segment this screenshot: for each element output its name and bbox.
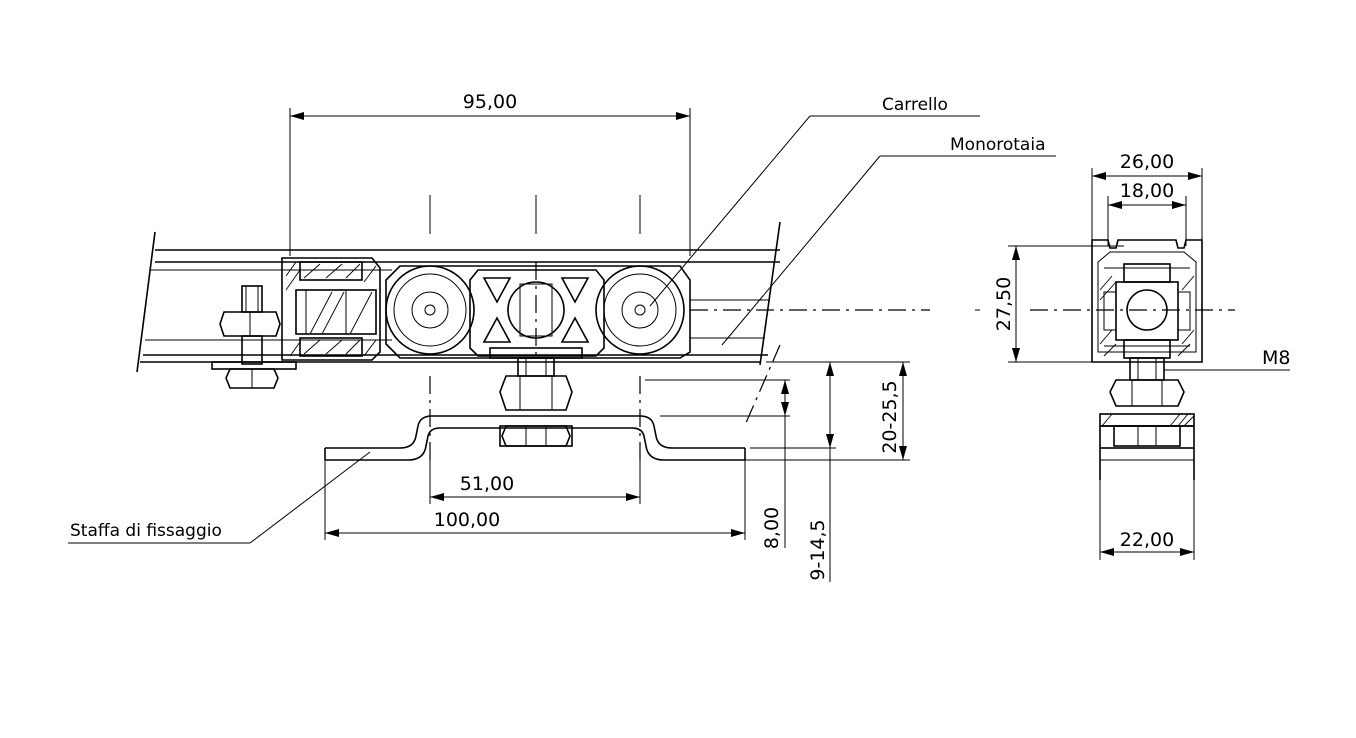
dimension-22: 22,00 xyxy=(1099,480,1195,560)
dimension-100: 100,00 xyxy=(324,460,746,540)
m8-label: M8 xyxy=(1262,347,1290,369)
mounting-bracket xyxy=(324,415,746,461)
dimension-8-label: 8,00 xyxy=(761,507,783,549)
dimension-9-14-5: 9-14,5 xyxy=(750,361,910,582)
cross-section-view xyxy=(1091,239,1203,480)
dimension-20-25-5-label: 20-25,5 xyxy=(879,380,901,453)
monorail-side-view xyxy=(136,221,781,373)
staffa-label: Staffa di fissaggio xyxy=(70,521,222,541)
dimension-95: 95,00 xyxy=(289,91,691,256)
dimension-22-label: 22,00 xyxy=(1120,529,1174,551)
dimension-20-25-5: 20-25,5 xyxy=(745,362,910,461)
dimension-27-5-label: 27,50 xyxy=(993,277,1015,331)
dimension-27-5: 27,50 xyxy=(993,245,1124,363)
dimension-m8: M8 xyxy=(1164,347,1290,371)
carriage xyxy=(385,265,691,447)
label-monorotaia: Monorotaia xyxy=(721,135,1056,346)
monorotaia-label: Monorotaia xyxy=(950,135,1045,155)
dimension-95-label: 95,00 xyxy=(463,91,517,113)
end-stop-assembly xyxy=(211,257,381,389)
label-staffa: Staffa di fissaggio xyxy=(68,451,371,544)
dimension-9-14-5-label: 9-14,5 xyxy=(807,519,829,580)
dimension-8: 8,00 xyxy=(645,379,790,549)
center-lines xyxy=(429,195,1235,460)
dimension-51: 51,00 xyxy=(429,460,641,504)
dimension-51-label: 51,00 xyxy=(460,473,514,495)
dimension-100-label: 100,00 xyxy=(434,509,500,531)
dimension-18: 18,00 xyxy=(1107,180,1187,246)
dimension-18-label: 18,00 xyxy=(1120,180,1174,202)
dimension-26: 26,00 xyxy=(1091,151,1203,240)
dimension-26-label: 26,00 xyxy=(1120,151,1174,173)
label-carrello: Carrello xyxy=(649,95,980,307)
carrello-label: Carrello xyxy=(882,95,948,115)
